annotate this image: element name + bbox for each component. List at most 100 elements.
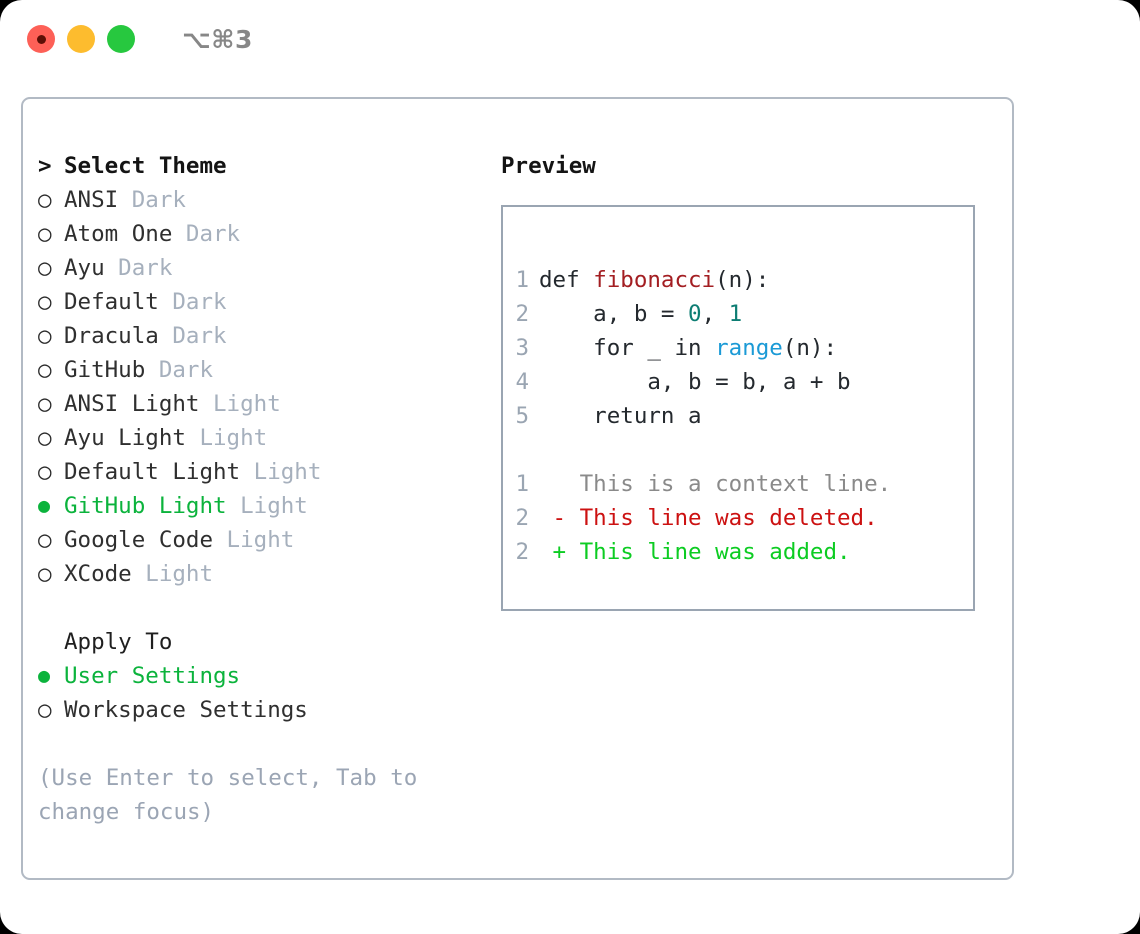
theme-category: Light [185, 425, 268, 451]
theme-category: Dark [158, 289, 227, 315]
line-number: 1 [515, 267, 529, 293]
code-token: 1 [728, 301, 743, 327]
list-spacer [38, 591, 498, 625]
theme-category: Dark [172, 221, 241, 247]
code-line: 2 a, b = 0, 1 [503, 297, 973, 331]
theme-category: Dark [158, 323, 227, 349]
theme-list-item[interactable]: ○ ANSI Light Light [38, 387, 498, 421]
code-token: , [701, 301, 729, 327]
theme-name: ANSI [64, 187, 119, 213]
apply-to-header: Apply To [64, 629, 173, 655]
theme-name: Default Light [64, 459, 241, 485]
theme-list-item[interactable]: ○ Ayu Light Light [38, 421, 498, 455]
code-token: fibonacci [593, 267, 716, 293]
theme-category: Light [131, 561, 214, 587]
theme-category: Light [199, 391, 281, 417]
theme-name: GitHub [64, 357, 146, 383]
apply-to-label: User Settings [64, 663, 241, 689]
code-token: in [674, 335, 716, 361]
code-token: range [715, 335, 783, 361]
theme-category: Light [213, 527, 295, 553]
radio-unselected-icon: ○ [38, 357, 52, 383]
code-token: a, b = [539, 301, 689, 327]
theme-list-item[interactable]: ●GitHub Light Light [38, 489, 498, 523]
code-token: (n): [782, 335, 838, 361]
code-text: return a [539, 399, 701, 433]
theme-name: Google Code [64, 527, 214, 553]
code-line: 4 a, b = b, a + b [503, 365, 973, 399]
theme-list-item[interactable]: ○ Atom One Dark [38, 217, 498, 251]
theme-name: GitHub Light [64, 493, 227, 519]
select-theme-header: > Select Theme [38, 149, 498, 183]
diff-text: + This line was added. [539, 539, 851, 565]
theme-name: Ayu Light [64, 425, 186, 451]
code-line: 1 def fibonacci(n): [503, 263, 973, 297]
close-button[interactable] [27, 25, 55, 53]
theme-list-item[interactable]: ○ANSI Dark [38, 183, 498, 217]
code-text: a, b = 0, 1 [539, 297, 742, 331]
keyboard-shortcut-label: ⌥⌘3 [182, 24, 253, 54]
theme-name: ANSI Light [64, 391, 200, 417]
radio-unselected-icon: ○ [38, 221, 52, 247]
code-text: for _ in range(n): [539, 331, 837, 365]
code-diff-separator [503, 433, 973, 467]
radio-unselected-icon: ○ [38, 697, 52, 723]
keyboard-hint-line-2: change focus) [38, 799, 215, 825]
code-text: a, b = b, a + b [539, 365, 850, 399]
theme-list-item[interactable]: ○Ayu Dark [38, 251, 498, 285]
keyboard-hint-line-1: (Use Enter to select, Tab to [38, 765, 418, 791]
theme-list-item[interactable]: ○ GitHub Dark [38, 353, 498, 387]
line-number: 3 [515, 335, 529, 361]
theme-selector-column: > Select Theme ○ANSI Dark○Atom One Dark○… [38, 149, 498, 829]
traffic-light-group [27, 25, 135, 53]
theme-list-item[interactable]: ○ Dracula Dark [38, 319, 498, 353]
preview-title: Preview [501, 153, 596, 179]
hint-spacer [38, 727, 498, 761]
radio-unselected-icon: ○ [38, 561, 52, 587]
line-number: 2 [515, 539, 529, 565]
minimize-button[interactable] [67, 25, 95, 53]
code-line: 5 return a [503, 399, 973, 433]
diff-text: This is a context line. [539, 471, 892, 497]
radio-unselected-icon: ○ [38, 289, 52, 315]
code-token: (n): [715, 267, 770, 293]
line-number: 2 [515, 505, 529, 531]
theme-name: Default [64, 289, 159, 315]
code-token: for [539, 335, 648, 361]
theme-name: XCode [64, 561, 132, 587]
theme-list-item[interactable]: ○ Google Code Light [38, 523, 498, 557]
theme-list-item[interactable]: ○ Default Dark [38, 285, 498, 319]
theme-list-item[interactable]: ○Default Light Light [38, 455, 498, 489]
radio-unselected-icon: ○ [38, 527, 52, 553]
apply-to-label: Workspace Settings [64, 697, 308, 723]
theme-category: Dark [145, 357, 214, 383]
line-number: 5 [515, 403, 529, 429]
radio-selected-icon: ● [38, 663, 51, 687]
apply-to-options: ● User Settings ○ Workspace Settings [38, 659, 498, 727]
code-line: 3 for _ in range(n): [503, 331, 973, 365]
radio-unselected-icon: ○ [38, 425, 52, 451]
radio-unselected-icon: ○ [38, 255, 52, 281]
theme-category: Light [226, 493, 308, 519]
keyboard-hint: (Use Enter to select, Tab to change focu… [38, 761, 438, 829]
theme-name: Atom One [64, 221, 173, 247]
diff-line: 2 - This line was deleted. [503, 501, 973, 535]
prompt-caret-icon: > [38, 153, 52, 179]
code-text: def fibonacci(n): [539, 263, 769, 297]
apply-to-option[interactable]: ○ Workspace Settings [38, 693, 498, 727]
line-number: 4 [515, 369, 529, 395]
theme-name: Dracula [64, 323, 159, 349]
radio-unselected-icon: ○ [38, 391, 52, 417]
maximize-button[interactable] [107, 25, 135, 53]
theme-name: Ayu [64, 255, 105, 281]
code-token: def [539, 267, 594, 293]
diff-text: - This line was deleted. [539, 505, 878, 531]
theme-list-item[interactable]: ○ XCode Light [38, 557, 498, 591]
main-panel: > Select Theme ○ANSI Dark○Atom One Dark○… [21, 97, 1014, 880]
radio-unselected-icon: ○ [38, 323, 52, 349]
apply-to-option[interactable]: ● User Settings [38, 659, 498, 693]
diff-sample: 1 This is a context line.2 - This line w… [503, 467, 973, 569]
